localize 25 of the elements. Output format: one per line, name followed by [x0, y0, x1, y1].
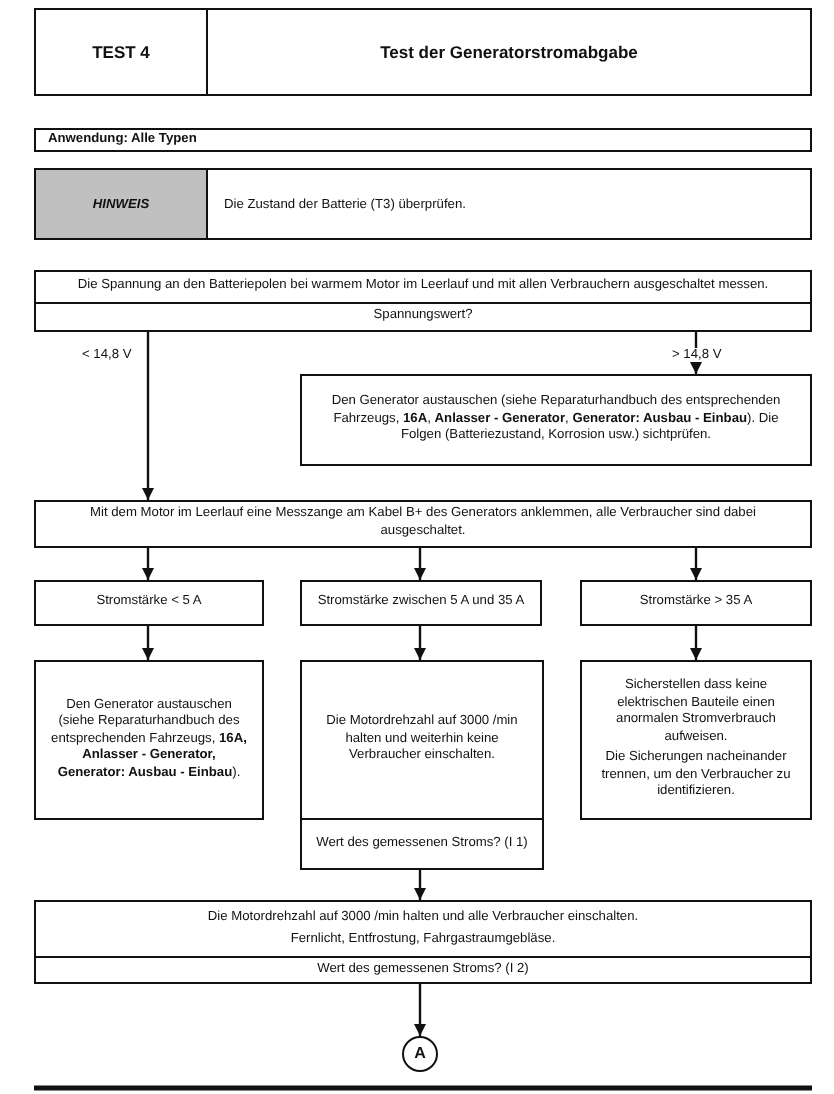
process-box — [34, 500, 812, 548]
process-box — [34, 270, 812, 332]
process-box — [300, 660, 544, 870]
arrow — [142, 626, 154, 660]
connector-circle — [402, 1036, 438, 1072]
arrow — [414, 984, 426, 1036]
arrow — [414, 870, 426, 900]
scope-box — [34, 128, 812, 152]
condition-box — [300, 580, 542, 626]
action-box — [34, 660, 264, 820]
condition-box — [580, 580, 812, 626]
arrow — [414, 626, 426, 660]
process-box — [34, 900, 812, 984]
header-box — [34, 8, 812, 96]
arrow — [142, 332, 154, 500]
action-box — [300, 374, 812, 466]
action-box — [580, 660, 812, 820]
note-box — [34, 168, 812, 240]
test-title: Test der Generatorstromabgabe — [378, 40, 640, 66]
condition-box — [34, 580, 264, 626]
arrow — [690, 548, 702, 580]
arrow — [414, 548, 426, 580]
connector-letter: A — [414, 1043, 426, 1065]
arrow — [142, 548, 154, 580]
arrow — [690, 626, 702, 660]
